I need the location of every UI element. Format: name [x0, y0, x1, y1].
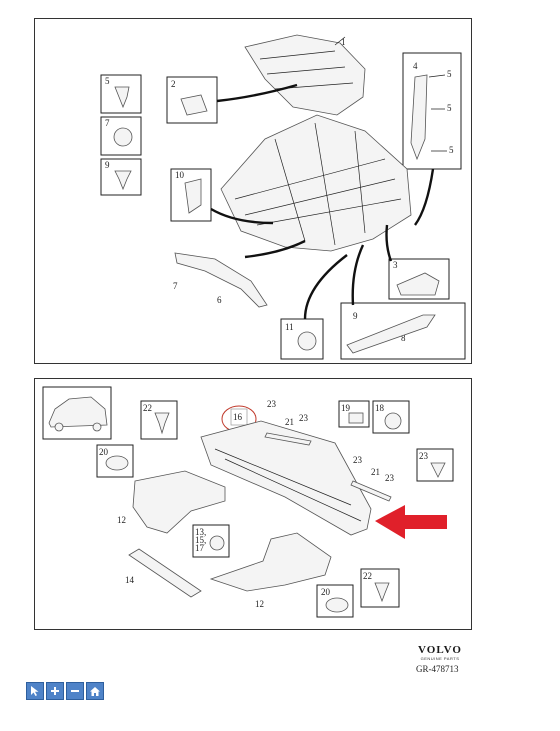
callout-12b: 12 — [255, 599, 264, 609]
bracket-6-shape — [174, 252, 268, 308]
clip-18-shape — [384, 412, 402, 430]
brand-block: VOLVO GENUINE PARTS — [410, 644, 470, 661]
car-wheel-front — [54, 422, 64, 432]
callout-7a: 7 — [105, 118, 110, 128]
callout-14: 14 — [125, 575, 135, 585]
arrow-line-10 — [210, 207, 274, 225]
callout-15: 15, — [195, 535, 206, 545]
bottom-diagram-panel: 22 20 16 23 21 23 23 21 23 19 18 23 12 1… — [34, 378, 472, 630]
callout-10: 10 — [175, 170, 185, 180]
callout-5b: 5 — [447, 69, 452, 79]
bar-14-shape — [128, 548, 202, 598]
callout-18: 18 — [375, 403, 385, 413]
home-button[interactable] — [86, 682, 104, 700]
clip-9-shape — [114, 170, 132, 191]
bracket-10-shape — [184, 178, 202, 214]
callout-7b: 7 — [173, 281, 178, 291]
brand-name: VOLVO — [418, 644, 462, 656]
nut-7-shape — [113, 127, 133, 147]
callout-16: 16 — [233, 412, 243, 422]
engine-cover-shape — [244, 34, 366, 116]
nut-11-shape — [297, 331, 317, 351]
callout-11: 11 — [285, 322, 294, 332]
callout-22b: 22 — [363, 571, 372, 581]
top-diagram-panel: 1 2 5 7 9 4 5 5 5 10 6 7 3 9 8 11 — [34, 18, 472, 364]
red-indicator-arrow — [375, 505, 447, 539]
callout-20a: 20 — [99, 447, 109, 457]
minus-icon — [71, 690, 79, 692]
clip-22b-shape — [374, 582, 390, 603]
callout-4: 4 — [413, 61, 418, 71]
clip-13-shape — [209, 535, 225, 551]
clip-19-shape — [348, 412, 364, 424]
arrow-line-3 — [385, 224, 393, 262]
arrow-line-2 — [216, 83, 298, 103]
part-box-10 — [170, 168, 212, 222]
underbody-diagram: 22 20 16 23 21 23 23 21 23 19 18 23 12 1… — [42, 386, 454, 618]
arrow-line-11 — [303, 254, 348, 320]
clip-20a-shape — [105, 455, 129, 471]
leader-1 — [334, 36, 346, 46]
leaders-5 — [428, 74, 447, 152]
callout-13: 13, — [195, 527, 206, 537]
bracket-21b-shape — [350, 480, 392, 502]
part-marker-16 — [230, 408, 248, 426]
clip-22a-shape — [154, 412, 170, 435]
shield-12a-shape — [132, 470, 226, 534]
callout-5c: 5 — [447, 103, 452, 113]
callout-23a: 23 — [267, 399, 277, 409]
home-icon — [90, 686, 100, 696]
panel-ribs — [214, 448, 362, 522]
zoom-in-button[interactable] — [46, 682, 64, 700]
callout-17: 17 — [195, 543, 205, 553]
clip-20b-shape — [325, 597, 349, 613]
callout-22a: 22 — [143, 403, 152, 413]
callout-5a: 5 — [105, 76, 110, 86]
engine-bay-structure — [234, 122, 402, 246]
bracket-21a-shape — [264, 432, 312, 446]
callout-23d: 23 — [385, 473, 395, 483]
plus-icon — [51, 687, 59, 695]
clip-5-shape — [114, 86, 130, 109]
callout-20b: 20 — [321, 587, 331, 597]
shield-12b-shape — [209, 532, 332, 592]
callout-8: 8 — [401, 333, 406, 343]
callout-23b: 23 — [299, 413, 309, 423]
engine-bay-frame — [220, 114, 412, 252]
car-wheel-rear — [92, 422, 102, 432]
figure-code: GR-478713 — [416, 664, 459, 674]
arrow-line-8 — [351, 244, 365, 306]
callout-6: 6 — [217, 295, 222, 305]
bracket-8-shape — [346, 314, 436, 354]
bracket-2-shape — [180, 94, 208, 116]
engine-bay-diagram: 1 2 5 7 9 4 5 5 5 10 6 7 3 9 8 11 — [100, 34, 466, 360]
cursor-icon — [31, 686, 39, 696]
callout-23c: 23 — [353, 455, 363, 465]
select-tool-button[interactable] — [26, 682, 44, 700]
viewer-toolbar — [26, 682, 104, 700]
callout-23e: 23 — [419, 451, 429, 461]
brand-sub: GENUINE PARTS — [420, 656, 460, 661]
callout-2: 2 — [171, 79, 176, 89]
callout-1: 1 — [341, 37, 346, 47]
callout-9a: 9 — [105, 160, 110, 170]
arrow-line-6 — [244, 239, 306, 259]
callout-21a: 21 — [285, 417, 294, 427]
callout-21b: 21 — [371, 467, 380, 477]
callout-3: 3 — [393, 260, 398, 270]
callout-12a: 12 — [117, 515, 126, 525]
clip-23-shape — [430, 462, 446, 478]
bracket-3-shape — [396, 272, 440, 296]
callout-19: 19 — [341, 403, 351, 413]
bracket-4-shape — [410, 74, 428, 161]
zoom-out-button[interactable] — [66, 682, 84, 700]
callout-9b: 9 — [353, 311, 358, 321]
arrow-line-4 — [414, 168, 435, 226]
callout-5d: 5 — [449, 145, 454, 155]
